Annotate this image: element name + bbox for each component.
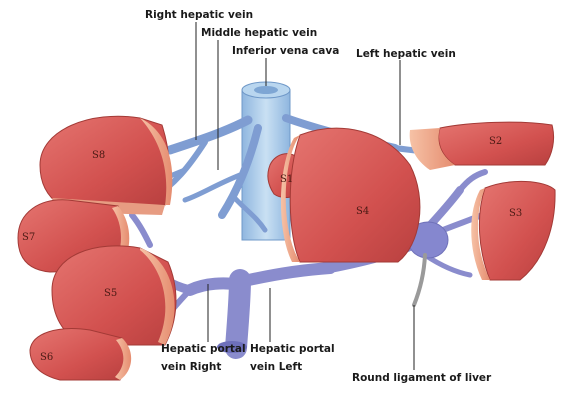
label-hepatic-portal-vein-left-line2: vein Left (250, 361, 302, 374)
segment-s3 (471, 181, 555, 280)
label-middle-hepatic-vein: Middle hepatic vein (201, 27, 317, 40)
label-hepatic-portal-vein-left-line1: Hepatic portal (250, 343, 335, 356)
segment-label-s8: S8 (92, 150, 105, 161)
segment-label-s1: S1 (280, 174, 293, 185)
label-inferior-vena-cava: Inferior vena cava (232, 45, 339, 58)
label-hepatic-portal-vein-right-line1: Hepatic portal (161, 343, 246, 356)
segment-label-s2: S2 (489, 136, 502, 147)
label-right-hepatic-vein: Right hepatic vein (145, 9, 253, 22)
segment-label-s5: S5 (104, 288, 117, 299)
round-ligament (414, 255, 425, 305)
segment-s2 (410, 122, 554, 170)
segment-label-s7: S7 (22, 232, 35, 243)
label-left-hepatic-vein: Left hepatic vein (356, 48, 456, 61)
segment-label-s3: S3 (509, 208, 522, 219)
label-round-ligament: Round ligament of liver (352, 372, 491, 385)
segment-label-s4: S4 (356, 206, 369, 217)
label-hepatic-portal-vein-right-line2: vein Right (161, 361, 221, 374)
segment-label-s6: S6 (40, 352, 53, 363)
